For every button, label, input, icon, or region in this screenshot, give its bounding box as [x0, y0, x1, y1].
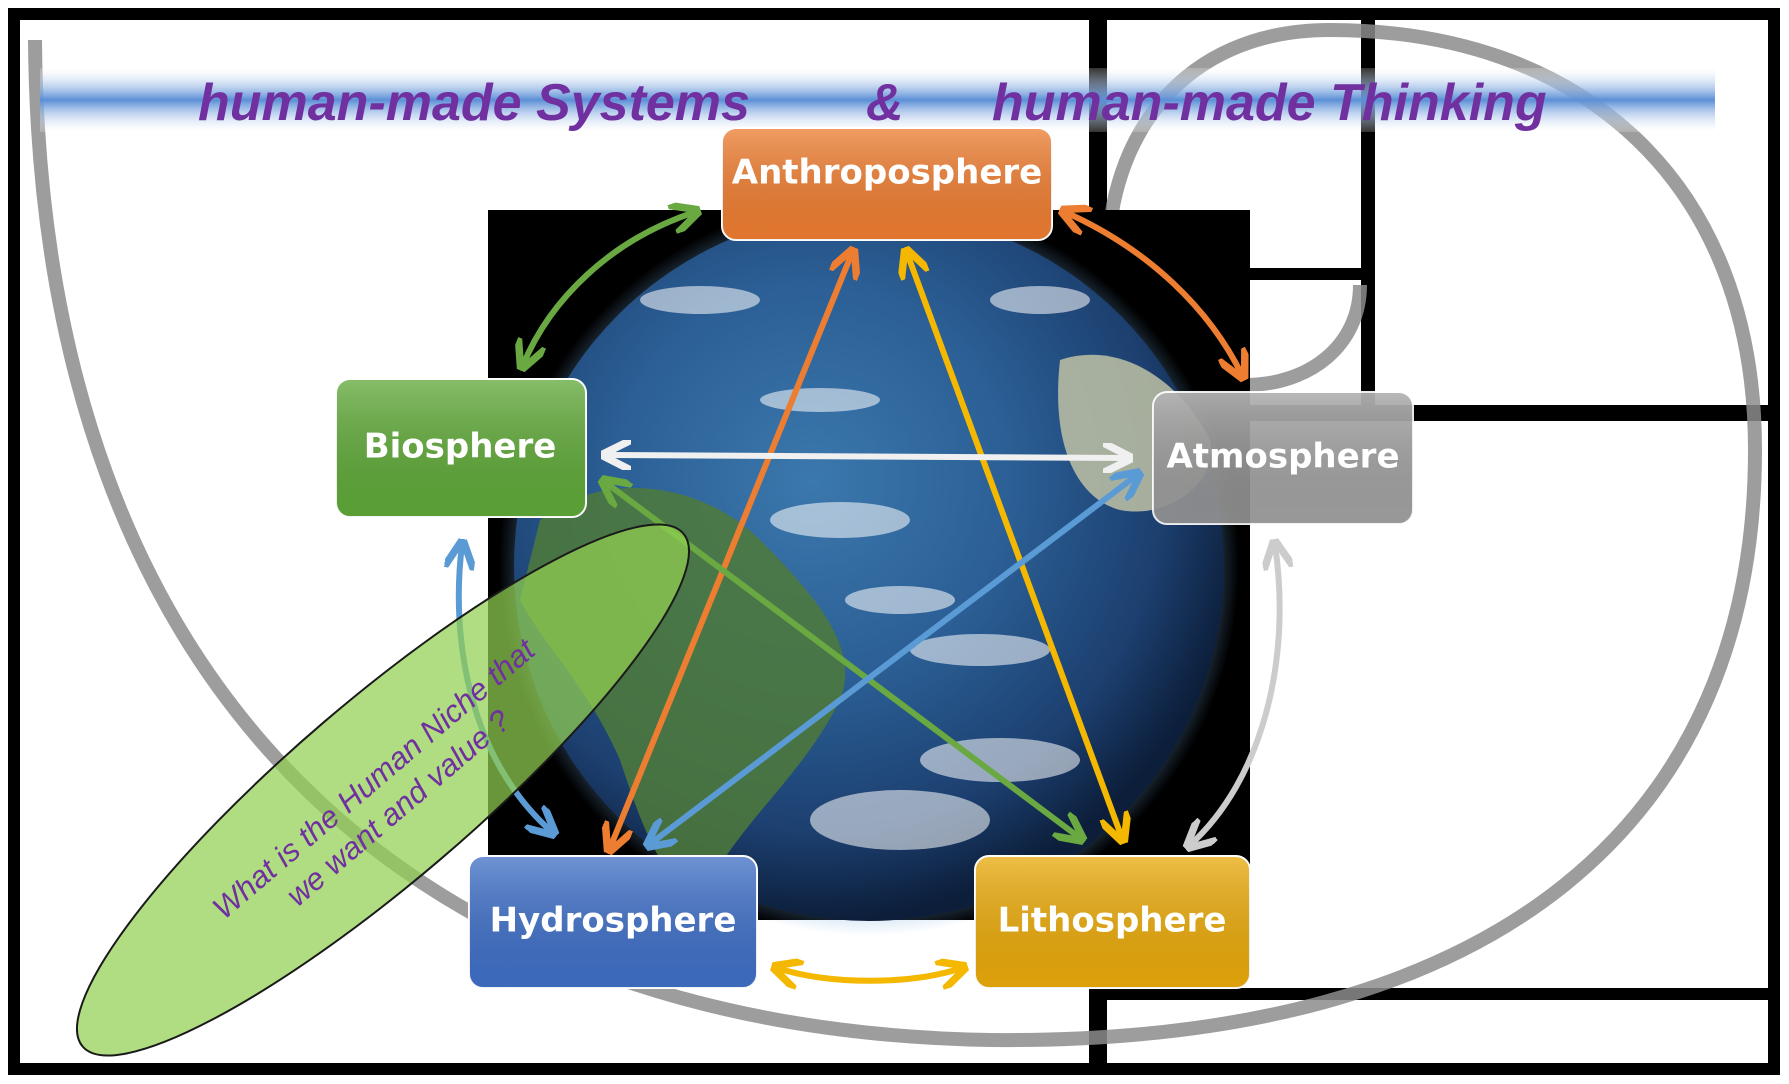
arrow-biosphere-anthroposphere: [523, 212, 695, 365]
node-hydrosphere: Hydrosphere: [468, 855, 758, 989]
node-label-atmosphere: Atmosphere: [1166, 437, 1399, 477]
arrow-atmosphere-lithosphere: [1190, 545, 1280, 845]
arrow-atmosphere-hydrosphere: [650, 475, 1137, 844]
title-band: [40, 68, 1715, 132]
arrow-hydrosphere-lithosphere: [777, 968, 962, 981]
outer-frame: [8, 8, 1780, 1075]
node-atmosphere: Atmosphere: [1152, 391, 1414, 525]
node-label-anthroposphere: Anthroposphere: [732, 153, 1042, 193]
node-label-biosphere: Biosphere: [364, 427, 557, 467]
node-label-hydrosphere: Hydrosphere: [490, 901, 737, 941]
title-ampersand: &: [866, 74, 904, 132]
node-anthroposphere: Anthroposphere: [721, 127, 1053, 241]
question-ellipse-group: What is the Human Niche that we want and…: [76, 523, 690, 1057]
node-label-lithosphere: Lithosphere: [998, 901, 1227, 941]
title-left: human-made Systems: [198, 74, 750, 132]
node-biosphere: Biosphere: [335, 378, 587, 518]
node-lithosphere: Lithosphere: [974, 855, 1251, 989]
arrow-biosphere-atmosphere: [607, 455, 1127, 458]
arrow-anthroposphere-atmosphere: [1065, 212, 1242, 375]
title-right: human-made Thinking: [992, 74, 1547, 132]
question-ellipse: [76, 523, 690, 1057]
